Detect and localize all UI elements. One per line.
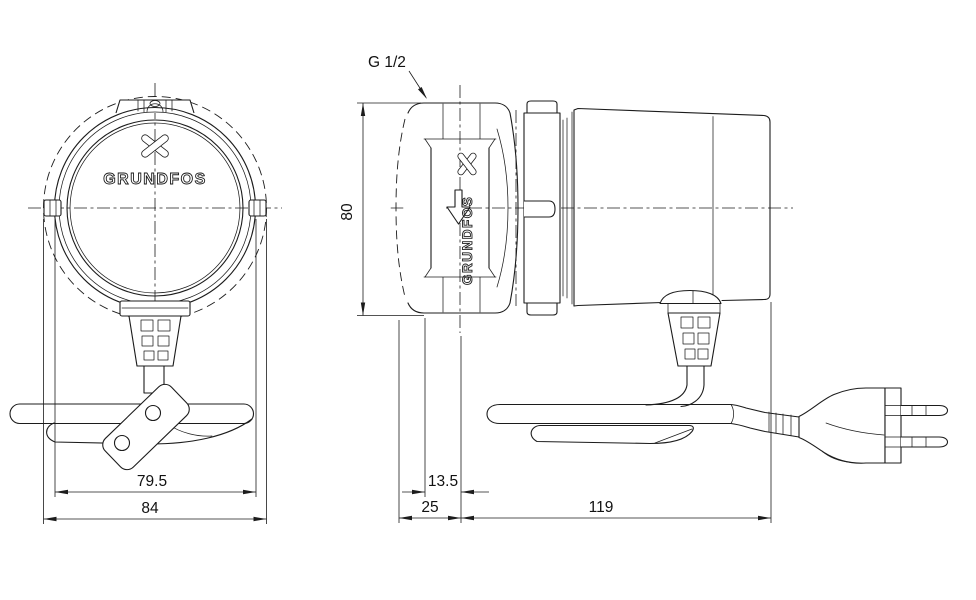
brand-logo-front: GRUNDFOS bbox=[103, 171, 207, 188]
svg-text:79.5: 79.5 bbox=[137, 473, 167, 490]
left-screw-tab bbox=[43, 199, 62, 217]
flow-direction-arrow bbox=[446, 189, 471, 225]
dimension-face-to-centerline: 25 bbox=[398, 320, 462, 523]
side-pump-housing bbox=[395, 102, 519, 314]
dimension-front-width-overall: 84 bbox=[43, 219, 267, 524]
flange-rings bbox=[562, 111, 573, 305]
svg-text:G 1/2: G 1/2 bbox=[368, 54, 406, 71]
dimension-height: 80 bbox=[339, 102, 424, 316]
plug-face bbox=[884, 387, 902, 464]
front-strain-relief-slots bbox=[140, 319, 171, 361]
side-view: GRUNDFOS bbox=[390, 85, 949, 464]
grundfos-x-mark-side bbox=[457, 152, 477, 176]
front-view: GRUNDFOS bbox=[9, 83, 282, 471]
motor-cable-gland bbox=[645, 289, 722, 408]
right-screw-tab bbox=[248, 199, 267, 217]
mounting-bracket bbox=[102, 383, 190, 471]
dimension-front-width-inner: 79.5 bbox=[54, 219, 257, 497]
front-gland-collar bbox=[119, 300, 191, 317]
plug-pin-top bbox=[901, 404, 949, 417]
bracket-hole-upper bbox=[144, 404, 162, 422]
motor-body bbox=[573, 107, 771, 307]
clamp-screw-boss bbox=[524, 200, 556, 218]
front-strain-relief bbox=[128, 315, 182, 367]
dimension-centerline-to-back: 119 bbox=[461, 302, 772, 523]
thread-size-callout: G 1/2 bbox=[368, 54, 427, 99]
side-cable bbox=[486, 403, 800, 445]
dimension-port-offset: 13.5 bbox=[402, 318, 489, 497]
svg-text:80: 80 bbox=[339, 203, 356, 221]
cable-ribs bbox=[768, 411, 792, 436]
dimensions: 79.5 84 80 G 1/2 13.5 bbox=[43, 54, 772, 524]
svg-text:119: 119 bbox=[589, 499, 614, 516]
grundfos-x-mark-front bbox=[141, 134, 169, 158]
svg-text:25: 25 bbox=[421, 499, 438, 516]
svg-text:13.5: 13.5 bbox=[428, 473, 458, 490]
svg-text:84: 84 bbox=[141, 500, 159, 517]
clamp-ring bbox=[515, 100, 561, 316]
plug-pin-bottom bbox=[901, 436, 949, 448]
vent-screw bbox=[149, 100, 161, 107]
power-plug bbox=[798, 387, 949, 464]
bracket-hole-lower bbox=[113, 434, 131, 452]
front-inner-ring bbox=[66, 119, 244, 297]
brand-logo-side: GRUNDFOS bbox=[460, 196, 475, 285]
